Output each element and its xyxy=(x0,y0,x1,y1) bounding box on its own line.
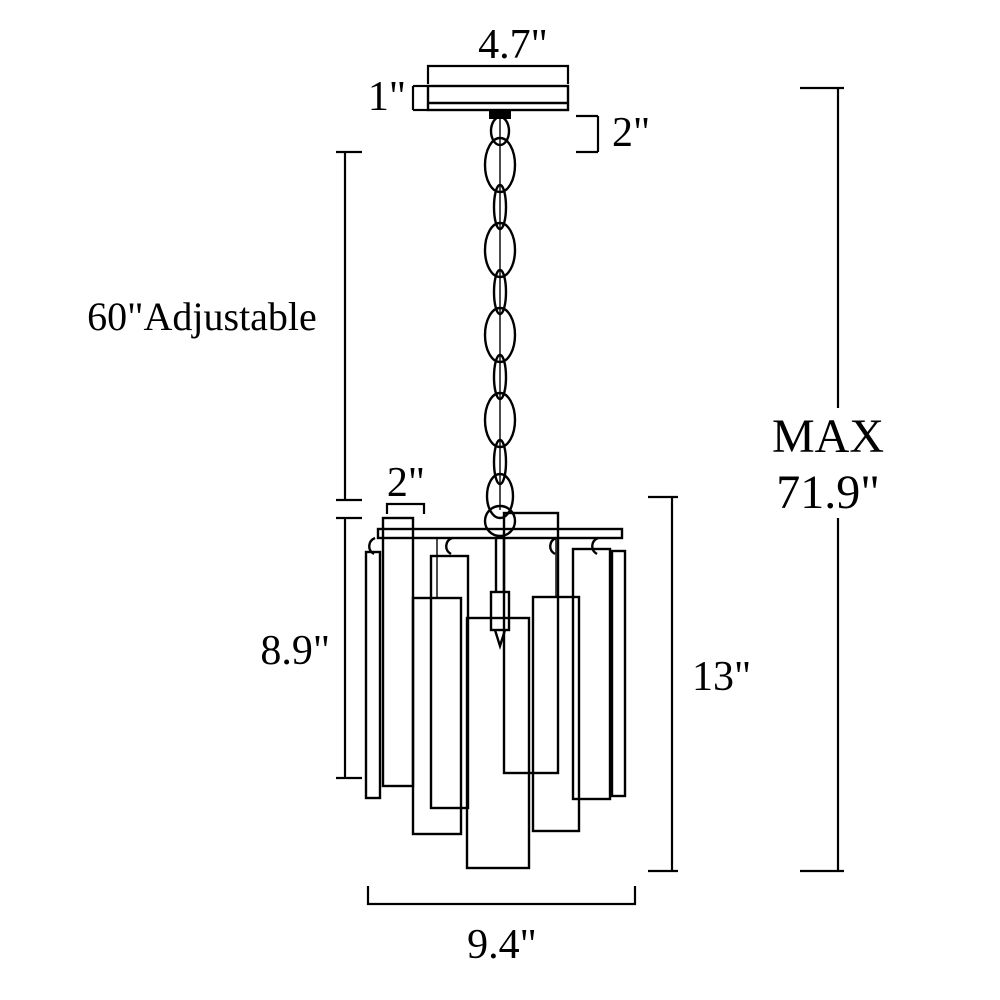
dim-canopy-height: 1" xyxy=(368,74,428,120)
canopy-height-label: 1" xyxy=(368,74,406,120)
glass-panels-lower-tier xyxy=(411,595,581,870)
canopy-width-label: 4.7" xyxy=(478,22,548,68)
chain-length-label: 60"Adjustable xyxy=(87,294,317,339)
dim-panel-section-height: 8.9" xyxy=(260,516,362,780)
center-rod xyxy=(489,538,511,651)
fixture-ring xyxy=(483,504,517,538)
dim-chain-length: 60"Adjustable xyxy=(87,150,362,502)
max-height-label: 71.9" xyxy=(776,466,880,519)
glass-panels-upper-tier xyxy=(364,511,627,810)
fixture-height-label: 13" xyxy=(692,654,751,700)
hanger-height-label: 2" xyxy=(612,110,650,156)
dim-fixture-height: 13" xyxy=(648,495,751,873)
panel-width-label: 2" xyxy=(387,460,425,506)
dim-hanger-height: 2" xyxy=(576,110,650,156)
dim-panel-width: 2" xyxy=(385,460,426,514)
panel-section-height-label: 8.9" xyxy=(260,628,330,674)
fixture-width-label: 9.4" xyxy=(467,922,537,968)
hanging-chain xyxy=(483,115,517,520)
max-label: MAX xyxy=(772,410,884,463)
dim-max-height: MAX 71.9" xyxy=(760,86,902,873)
dim-fixture-width: 9.4" xyxy=(366,886,637,968)
ceiling-canopy xyxy=(426,84,570,119)
dim-canopy-width: 4.7" xyxy=(426,22,570,84)
fixture-frame xyxy=(368,527,624,598)
